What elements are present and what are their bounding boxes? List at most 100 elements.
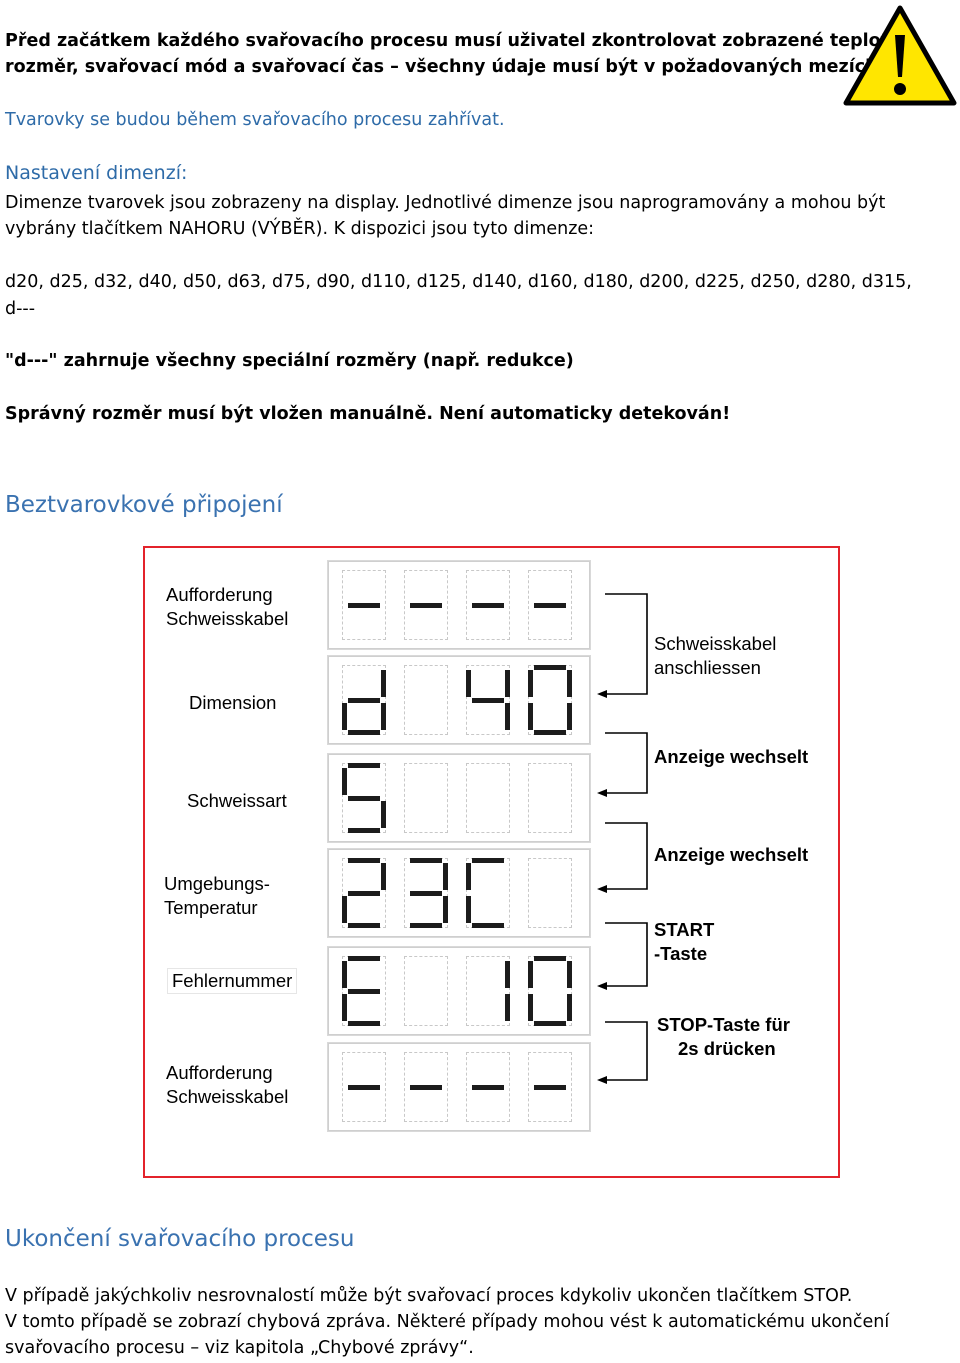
display-segment <box>466 896 471 923</box>
segment-digit-outline <box>404 956 448 1026</box>
segment-digit-outline <box>466 1052 510 1122</box>
warning-triangle-icon <box>843 5 957 107</box>
display-segment <box>505 994 510 1021</box>
segment-digit-outline <box>404 665 448 735</box>
display-segment <box>528 961 533 988</box>
label-ambient-2: Temperatur <box>164 897 258 918</box>
dimensions-list-1: d20, d25, d32, d40, d50, d63, d75, d90, … <box>5 272 912 292</box>
segment-digit-outline <box>528 956 572 1026</box>
section-title-connection: Beztvarovkové připojení <box>5 492 283 518</box>
display-segment <box>348 796 380 801</box>
display-welding-type <box>327 753 591 843</box>
label-display-changes-2: Anzeige wechselt <box>654 844 809 865</box>
label-error-number: Fehlernummer <box>167 968 298 994</box>
intro-line-1: Před začátkem každého svařovacího proces… <box>5 31 906 51</box>
display-segment <box>342 896 347 923</box>
display-segment <box>472 858 504 863</box>
display-segment <box>443 896 448 923</box>
display-segment <box>534 665 566 670</box>
heat-note: Tvarovky se budou během svařovacího proc… <box>5 110 505 130</box>
segment-digit-outline <box>404 763 448 833</box>
display-segment <box>505 670 510 697</box>
display-segment <box>534 730 566 735</box>
display-segment <box>528 994 533 1021</box>
display-segment <box>567 703 572 730</box>
segment-digit-outline <box>404 1052 448 1122</box>
dimensions-list-2: d--- <box>5 299 36 319</box>
sequence-arrows <box>597 593 648 1084</box>
display-error-number <box>327 946 591 1036</box>
display-segment <box>348 763 380 768</box>
label-prompt-bottom-2: Schweisskabel <box>166 1086 289 1107</box>
display-segment <box>534 956 566 961</box>
display-segment <box>472 603 504 608</box>
label-start-key-1: START <box>654 919 715 940</box>
label-stop-key-1: STOP-Taste für <box>657 1014 790 1035</box>
display-segment <box>443 863 448 890</box>
segment-digit-outline <box>342 1052 386 1122</box>
display-segment <box>472 1085 504 1090</box>
ending-line-3: svařovacího procesu – viz kapitola „Chyb… <box>5 1338 474 1358</box>
display-segment <box>342 768 347 795</box>
segment-digit-outline <box>528 763 572 833</box>
display-segment <box>348 858 380 863</box>
label-connect-cable-1: Schweisskabel <box>654 633 777 654</box>
display-segment <box>534 1021 566 1026</box>
display-segment <box>466 863 471 890</box>
label-prompt-top-1: Aufforderung <box>166 584 273 605</box>
label-stop-key-2: 2s drücken <box>678 1038 776 1059</box>
display-segment <box>528 670 533 697</box>
welding-sequence-diagram: Aufforderung Schweisskabel Dimension Sch… <box>143 546 840 1178</box>
segment-digit-outline <box>466 956 510 1026</box>
ending-line-1: V případě jakýchkoliv nesrovnalostí může… <box>5 1286 853 1306</box>
label-prompt-bottom-1: Aufforderung <box>166 1062 273 1083</box>
display-segment <box>348 730 380 735</box>
display-segment <box>348 1085 380 1090</box>
display-segment <box>410 1085 442 1090</box>
display-prompt-bottom <box>327 1042 591 1132</box>
display-segment <box>410 603 442 608</box>
special-dimensions-note: "d---" zahrnuje všechny speciální rozměr… <box>5 351 574 371</box>
display-segment <box>381 863 386 890</box>
display-prompt-top <box>327 560 591 650</box>
display-dimension <box>327 655 591 745</box>
display-segment <box>410 891 442 896</box>
display-segment <box>410 923 442 928</box>
segment-digit-outline <box>466 858 510 928</box>
display-segment <box>381 801 386 828</box>
display-segment <box>348 698 380 703</box>
display-segment <box>472 923 504 928</box>
segment-digit-outline <box>528 570 572 640</box>
segment-digit-outline <box>404 570 448 640</box>
display-segment <box>342 994 347 1021</box>
segment-digit-outline <box>528 665 572 735</box>
display-segment <box>567 670 572 697</box>
label-dimension: Dimension <box>189 692 277 713</box>
display-segment <box>472 698 504 703</box>
display-segment <box>348 923 380 928</box>
segment-digit-outline <box>466 570 510 640</box>
display-segment <box>567 994 572 1021</box>
display-segment <box>410 858 442 863</box>
display-segment <box>342 703 347 730</box>
display-segment <box>342 961 347 988</box>
display-segment <box>567 961 572 988</box>
display-segment <box>505 961 510 988</box>
display-segment <box>534 1085 566 1090</box>
display-segment <box>528 703 533 730</box>
dimensions-heading: Nastavení dimenzí: <box>5 162 188 184</box>
segment-digit-outline <box>342 570 386 640</box>
display-segment <box>348 989 380 994</box>
segment-digit-outline <box>528 1052 572 1122</box>
dimensions-text-1: Dimenze tvarovek jsou zobrazeny na displ… <box>5 193 886 213</box>
segment-digit-outline <box>466 665 510 735</box>
segment-digit-outline <box>528 858 572 928</box>
display-segment <box>348 1021 380 1026</box>
display-segment <box>381 703 386 730</box>
label-display-changes-1: Anzeige wechselt <box>654 746 809 767</box>
label-welding-type: Schweissart <box>187 790 287 811</box>
intro-line-2: rozměr, svařovací mód a svařovací čas – … <box>5 57 886 77</box>
manual-entry-note: Správný rozměr musí být vložen manuálně.… <box>5 404 731 424</box>
display-segment <box>534 603 566 608</box>
display-segment <box>505 703 510 730</box>
